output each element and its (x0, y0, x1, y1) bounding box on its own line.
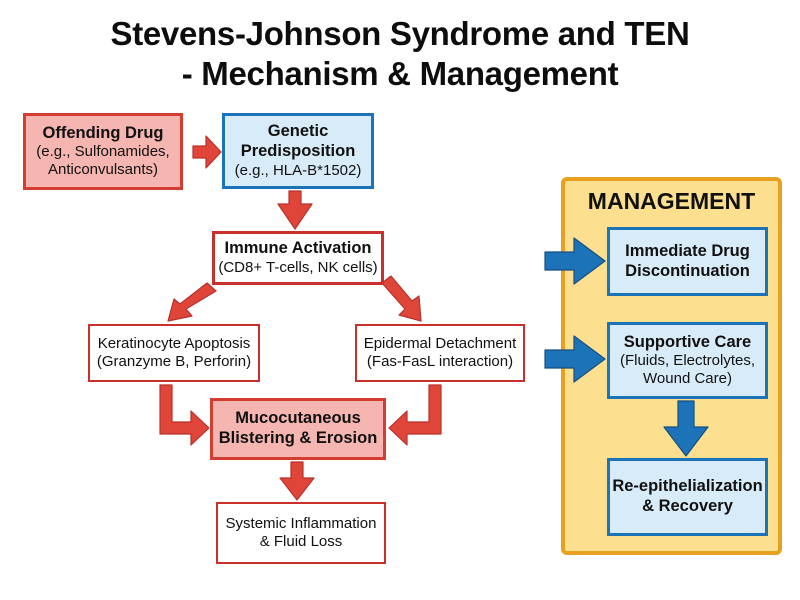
arrow-immune-to-epidermal (381, 275, 422, 322)
supportive-care-detail-1: (Fluids, Electrolytes, (619, 352, 756, 370)
genetic-predisposition-box: Genetic Predisposition (e.g., HLA-B*1502… (222, 113, 374, 189)
genetic-detail: (e.g., HLA-B*1502) (234, 161, 362, 179)
offending-drug-title: Offending Drug (42, 123, 164, 142)
arrow-into-supportive-care (544, 335, 606, 383)
genetic-title-1: Genetic (267, 122, 329, 141)
epidermal-line-2: (Fas-FasL interaction) (366, 353, 514, 370)
systemic-inflammation-box: Systemic Inflammation & Fluid Loss (216, 502, 386, 564)
arrow-keratinocyte-to-mucocutaneous (159, 384, 210, 446)
epidermal-line-1: Epidermal Detachment (363, 335, 517, 352)
keratinocyte-apoptosis-box: Keratinocyte Apoptosis (Granzyme B, Perf… (88, 324, 260, 382)
mucocutaneous-box: Mucocutaneous Blistering & Erosion (210, 398, 386, 460)
arrow-immune-to-keratinocyte (167, 282, 217, 322)
keratinocyte-line-1: Keratinocyte Apoptosis (97, 335, 251, 352)
recovery-title-1: Re-epithelialization (612, 477, 763, 496)
systemic-line-2: & Fluid Loss (259, 533, 343, 550)
recovery-box: Re-epithelialization & Recovery (607, 458, 768, 536)
immune-activation-box: Immune Activation (CD8+ T-cells, NK cell… (212, 231, 384, 285)
arrow-supportive-to-recovery (663, 400, 709, 457)
recovery-title-2: & Recovery (642, 497, 733, 515)
supportive-care-title: Supportive Care (623, 332, 752, 351)
supportive-care-box: Supportive Care (Fluids, Electrolytes, W… (607, 322, 768, 399)
genetic-title-2: Predisposition (240, 142, 356, 160)
offending-drug-detail-1: (e.g., Sulfonamides, (36, 143, 170, 161)
arrow-into-drug-discontinuation (544, 237, 606, 285)
arrow-epidermal-to-mucocutaneous (388, 384, 442, 446)
supportive-care-detail-2: Wound Care) (643, 370, 732, 388)
immune-title: Immune Activation (224, 239, 372, 258)
mucocutaneous-title-2: Blistering & Erosion (218, 429, 378, 447)
diagram-title: Stevens-Johnson Syndrome and TEN - Mecha… (0, 14, 800, 94)
drug-discontinuation-title-1: Immediate Drug (625, 241, 750, 260)
offending-drug-detail-2: Anticonvulsants) (47, 161, 159, 179)
systemic-line-1: Systemic Inflammation (225, 515, 377, 532)
drug-discontinuation-box: Immediate Drug Discontinuation (607, 227, 768, 296)
management-header: MANAGEMENT (587, 188, 756, 214)
drug-discontinuation-title-2: Discontinuation (625, 261, 750, 280)
immune-detail: (CD8+ T-cells, NK cells) (218, 258, 378, 276)
title-line-2: - Mechanism & Management (181, 55, 619, 92)
arrow-mucocutaneous-to-systemic (279, 461, 315, 501)
arrow-drug-to-genetic (192, 135, 222, 169)
epidermal-detachment-box: Epidermal Detachment (Fas-FasL interacti… (355, 324, 525, 382)
mucocutaneous-title-1: Mucocutaneous (235, 409, 361, 428)
arrow-genetic-to-immune (277, 190, 313, 230)
title-line-1: Stevens-Johnson Syndrome and TEN (110, 15, 690, 52)
offending-drug-box: Offending Drug (e.g., Sulfonamides, Anti… (23, 113, 183, 190)
keratinocyte-line-2: (Granzyme B, Perforin) (96, 353, 252, 370)
